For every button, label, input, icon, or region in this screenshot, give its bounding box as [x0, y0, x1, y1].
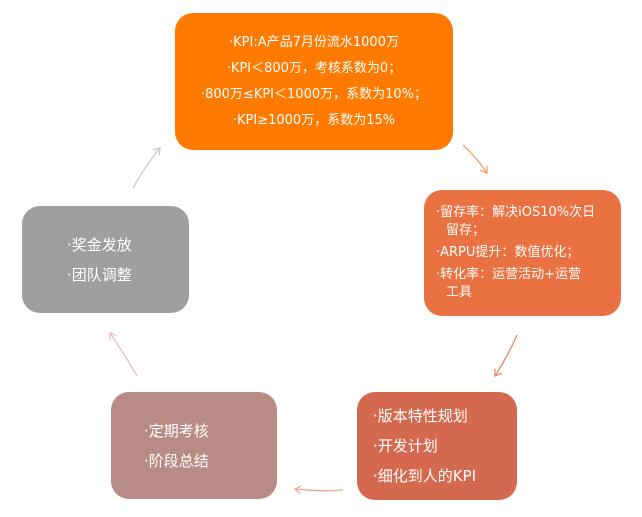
arrow-review-to-bonus [109, 332, 138, 377]
kpi-line: ·KPI≥1000万，系数为15% [232, 112, 396, 128]
arrow-dev-to-review [293, 485, 344, 495]
bonus-node: ·奖金发放 ·团队调整 [22, 206, 189, 313]
ops-item-text-cont: 工具 [446, 285, 473, 300]
kpi-line: ·800万≤KPI＜1000万，系数为10%； [200, 86, 427, 102]
review-line: ·阶段总结 [144, 451, 209, 470]
bonus-line: ·团队调整 [67, 265, 132, 284]
ops-item-text-cont: 留存； [446, 223, 486, 238]
kpi-line: ·KPI:A产品7月份流水1000万 [229, 34, 399, 50]
development-plan-node: ·版本特性规划 ·开发计划 ·细化到人的KPI [357, 392, 517, 500]
arrow-ops-to-dev [494, 334, 518, 377]
ops-item-text: ·转化率：运营活动+运营 [436, 267, 582, 282]
operations-metrics-node: ·留存率：解决iOS10%次日 留存； ·ARPU提升：数值优化； ·转化率：运… [424, 190, 621, 316]
kpi-line: ·KPI＜800万，考核系数为0； [226, 60, 402, 76]
dev-line: ·开发计划 [373, 437, 438, 455]
dev-line: ·版本特性规划 [373, 407, 468, 425]
review-line: ·定期考核 [144, 421, 209, 440]
kpi-target-node: ·KPI:A产品7月份流水1000万 ·KPI＜800万，考核系数为0； ·80… [175, 13, 453, 150]
ops-item: ·转化率：运营活动+运营 工具 [436, 266, 581, 302]
bonus-line: ·奖金发放 [67, 235, 132, 254]
ops-item-text: ·留存率：解决iOS10%次日 [436, 205, 596, 220]
ops-item-text: ·ARPU提升：数值优化； [436, 245, 580, 260]
arrow-bonus-to-kpi [132, 147, 161, 189]
dev-line: ·细化到人的KPI [373, 467, 477, 485]
arrow-kpi-to-ops [462, 144, 488, 174]
review-node: ·定期考核 ·阶段总结 [111, 392, 277, 499]
ops-item: ·ARPU提升：数值优化； [436, 244, 579, 262]
ops-item: ·留存率：解决iOS10%次日 留存； [436, 204, 595, 240]
